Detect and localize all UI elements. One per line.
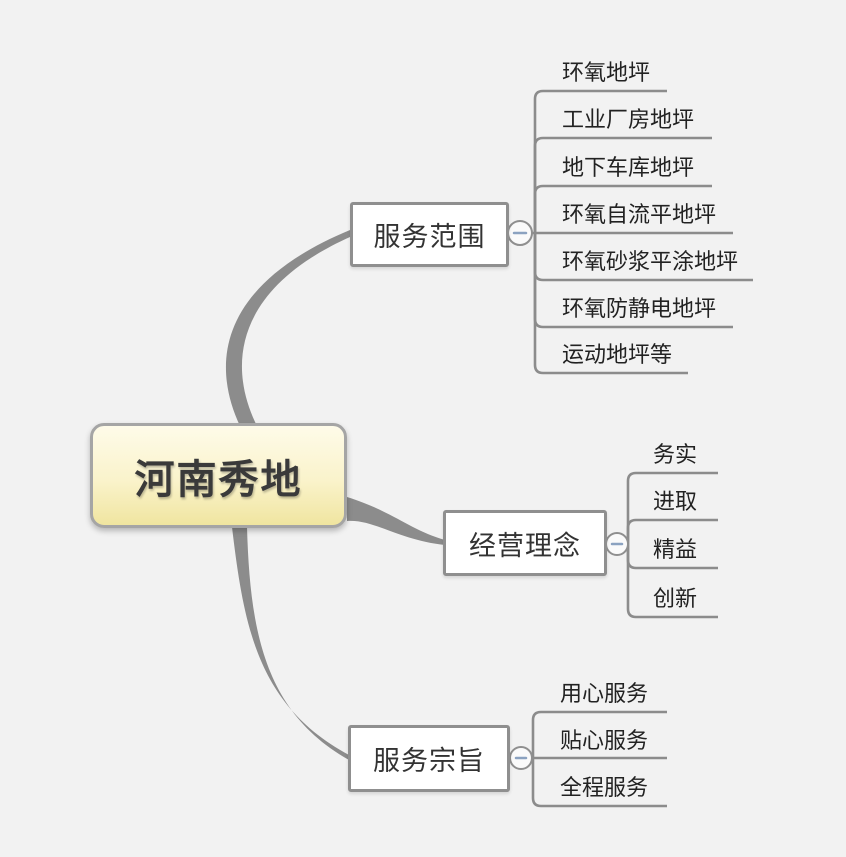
child-connector: [533, 233, 688, 375]
branch-topic-label: 经营理念: [469, 530, 581, 561]
child-topic[interactable]: 环氧砂浆平涂地坪: [562, 249, 739, 274]
child-connector: [531, 710, 667, 758]
child-connector: [531, 758, 667, 808]
root-branch1-curve: [225, 230, 350, 426]
child-connector: [533, 184, 712, 233]
collapse-toggle-branch1[interactable]: [507, 220, 533, 246]
child-connector: [626, 518, 718, 544]
root-branch2-curve: [347, 497, 445, 545]
root-topic[interactable]: 河南秀地: [90, 423, 347, 528]
child-topic[interactable]: 全程服务: [560, 775, 649, 800]
child-topic[interactable]: 用心服务: [560, 681, 649, 706]
child-topic[interactable]: 工业厂房地坪: [562, 107, 695, 132]
root-topic-label: 河南秀地: [134, 457, 303, 502]
child-topic[interactable]: 务实: [653, 442, 698, 467]
branch-topic-service-purpose[interactable]: 服务宗旨: [348, 725, 510, 792]
child-topic[interactable]: 精益: [653, 537, 698, 562]
child-connector: [533, 89, 667, 233]
collapse-toggle-branch3[interactable]: [509, 746, 533, 770]
branch-topic-service-scope[interactable]: 服务范围: [350, 202, 509, 267]
child-connector: [533, 136, 712, 233]
child-connector: [626, 471, 718, 544]
branch-topic-business-philosophy[interactable]: 经营理念: [443, 510, 607, 576]
root-branch3-curve: [232, 527, 349, 760]
collapse-toggle-branch2[interactable]: [605, 532, 629, 556]
child-topic[interactable]: 贴心服务: [560, 728, 649, 753]
child-topic[interactable]: 进取: [653, 489, 698, 514]
child-topic[interactable]: 环氧地坪: [562, 60, 651, 85]
child-topic[interactable]: 地下车库地坪: [562, 155, 695, 180]
branch-topic-label: 服务宗旨: [373, 746, 485, 776]
branch-topic-label: 服务范围: [373, 222, 486, 252]
child-connector: [626, 544, 718, 619]
child-topic[interactable]: 环氧自流平地坪: [562, 202, 717, 227]
child-topic[interactable]: 运动地坪等: [562, 342, 673, 367]
child-topic[interactable]: 环氧防静电地坪: [562, 296, 717, 321]
child-topic[interactable]: 创新: [653, 586, 698, 611]
